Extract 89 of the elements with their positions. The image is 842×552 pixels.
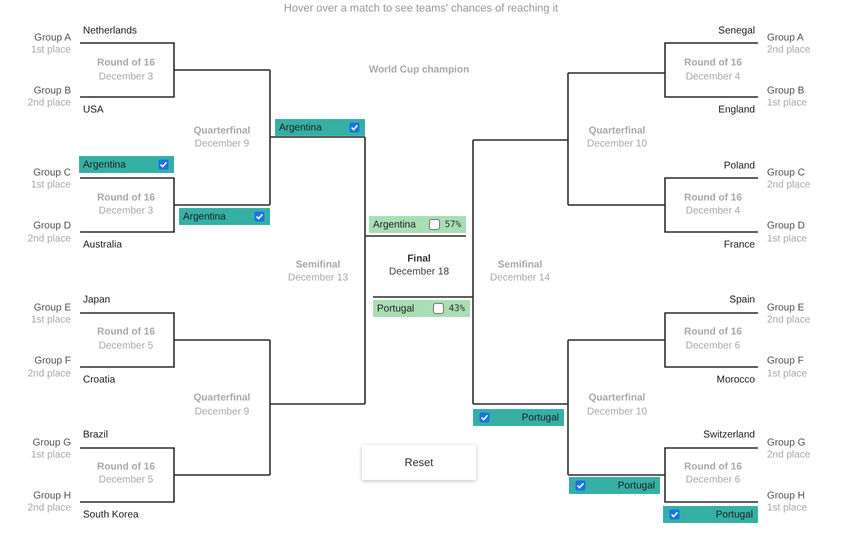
team-name: Portugal: [522, 412, 559, 424]
place-label: 2nd place: [767, 179, 810, 191]
team-name: Argentina: [83, 158, 126, 170]
team-name: Morocco: [716, 374, 755, 386]
place-label: 2nd place: [767, 314, 810, 326]
group-name: Group E: [767, 302, 804, 314]
team-name: USA: [83, 104, 104, 116]
match-date: December 14: [490, 272, 550, 284]
team-name: Japan: [83, 294, 110, 306]
group-name: Group F: [34, 355, 71, 367]
place-label: 1st place: [30, 44, 71, 56]
team-name: Senegal: [718, 25, 755, 37]
round-name: Round of 16: [97, 57, 155, 69]
group-name: Group D: [767, 220, 805, 232]
group-name: Group F: [767, 355, 804, 367]
team-name: Switzerland: [703, 429, 755, 441]
round-name: Round of 16: [684, 192, 742, 204]
match-date: December 10: [586, 138, 648, 150]
team-name: Portugal: [716, 508, 753, 520]
group-name: Group A: [767, 32, 804, 44]
team-name: Argentina: [279, 122, 322, 134]
match-date: December 3: [98, 71, 154, 83]
match-date: December 13: [288, 272, 348, 284]
place-label: 2nd place: [767, 449, 810, 461]
place-label: 2nd place: [767, 44, 810, 56]
round-name: Round of 16: [684, 326, 742, 338]
group-name: Group C: [33, 167, 71, 179]
place-label: 2nd place: [28, 368, 71, 380]
match-date: December 3: [98, 205, 154, 217]
match-date: December 18: [388, 266, 450, 278]
round-name: Quarterfinal: [588, 392, 646, 404]
round-name: Round of 16: [97, 192, 155, 204]
team-name: Croatia: [83, 374, 116, 386]
team-name: Australia: [83, 239, 122, 251]
match-date: December 9: [194, 406, 250, 418]
team-name: Netherlands: [83, 25, 137, 37]
group-name: Group D: [33, 220, 71, 232]
round-name: Round of 16: [684, 461, 742, 473]
round-name: Round of 16: [97, 461, 155, 473]
round-name: Round of 16: [97, 326, 155, 338]
round-name: World Cup champion: [368, 64, 470, 76]
round-name: Semifinal: [296, 259, 340, 271]
team-name: Argentina: [373, 218, 416, 230]
team-name: Portugal: [377, 302, 414, 314]
group-name: Group H: [33, 490, 71, 502]
place-label: 1st place: [30, 449, 71, 461]
round-name: Quarterfinal: [588, 125, 646, 137]
win-percent: 57%: [444, 219, 461, 230]
team-name: Spain: [729, 294, 755, 306]
round-name: Quarterfinal: [194, 392, 250, 404]
match-date: December 10: [586, 406, 648, 418]
team-name: England: [718, 104, 755, 116]
round-name: Semifinal: [498, 259, 542, 271]
group-name: Group G: [32, 437, 71, 449]
place-label: 1st place: [767, 502, 808, 514]
match-date: December 5: [98, 340, 154, 352]
match-date: December 6: [686, 474, 740, 486]
place-label: 1st place: [30, 179, 71, 191]
match-date: December 9: [194, 138, 250, 150]
round-name: Final: [407, 253, 431, 265]
match-date: December 4: [686, 71, 740, 83]
group-name: Group B: [767, 85, 804, 97]
round-name: Quarterfinal: [194, 125, 250, 137]
round-name: Round of 16: [684, 57, 742, 69]
group-name: Group B: [34, 85, 71, 97]
place-label: 2nd place: [28, 502, 71, 514]
place-label: 2nd place: [28, 97, 71, 109]
subtitle: Hover over a match to see teams' chances of reaching it: [284, 2, 558, 16]
team-name: Argentina: [183, 210, 226, 222]
group-name: Group G: [767, 437, 806, 449]
team-name: France: [724, 239, 755, 251]
team-name: Portugal: [618, 480, 655, 492]
team-name: South Korea: [83, 509, 139, 521]
place-label: 1st place: [767, 97, 808, 109]
team-name: Brazil: [83, 429, 108, 441]
place-label: 1st place: [30, 314, 71, 326]
match-date: December 4: [686, 205, 740, 217]
reset-button: Reset: [362, 445, 476, 480]
place-label: 2nd place: [28, 233, 71, 245]
team-name: Poland: [724, 160, 755, 172]
group-name: Group H: [767, 490, 805, 502]
group-name: Group A: [34, 32, 71, 44]
place-label: 1st place: [767, 233, 808, 245]
match-date: December 5: [98, 474, 154, 486]
group-name: Group C: [767, 167, 805, 179]
place-label: 1st place: [767, 368, 808, 380]
win-percent: 43%: [448, 303, 465, 314]
group-name: Group E: [34, 302, 71, 314]
match-date: December 6: [686, 340, 740, 352]
